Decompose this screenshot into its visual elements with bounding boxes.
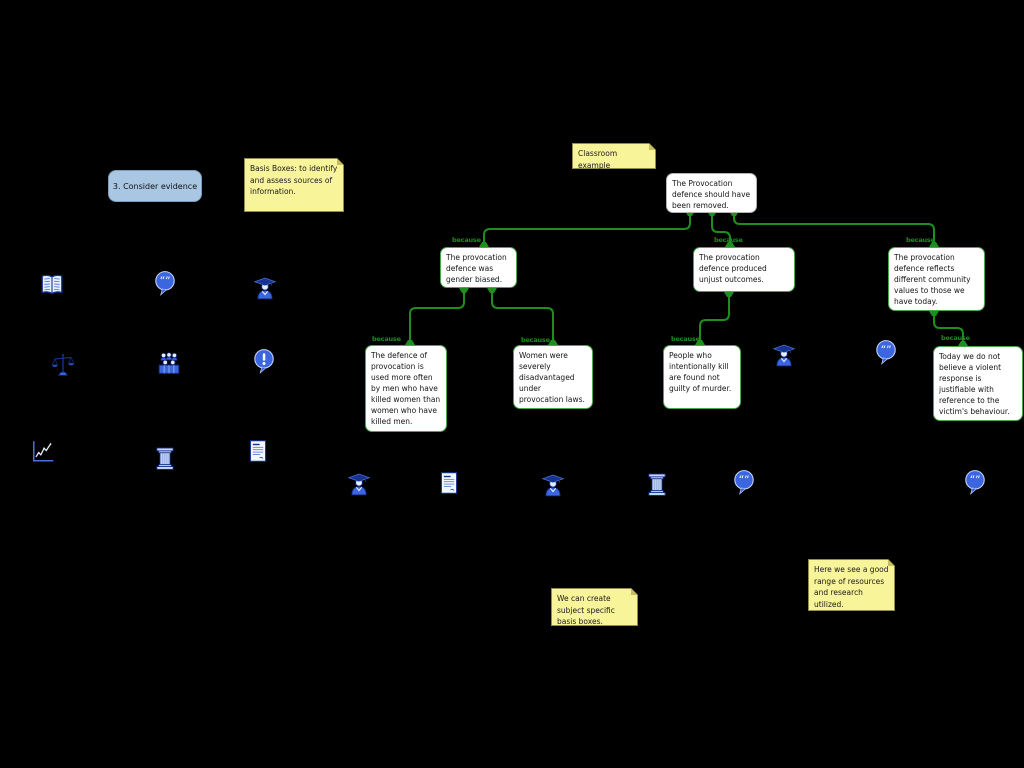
note-text: Basis Boxes: to identify and assess sour…: [250, 164, 338, 196]
subreason-box-violent-response[interactable]: Today we do not believe a violent respon…: [933, 346, 1023, 421]
svg-text:“”: “”: [159, 275, 170, 288]
note-fold-icon: [631, 588, 638, 595]
note-fold-icon: [337, 158, 344, 165]
note-fold-icon: [649, 143, 656, 150]
document-icon[interactable]: [436, 470, 462, 496]
graduate-icon[interactable]: [346, 471, 372, 497]
contention-box[interactable]: The Provocation defence should have been…: [666, 173, 757, 213]
graduate-icon[interactable]: [771, 342, 797, 368]
graduate-icon[interactable]: [540, 472, 566, 498]
because-label: because: [941, 334, 970, 342]
document-icon[interactable]: [245, 438, 271, 464]
bank-icon[interactable]: [644, 471, 670, 497]
quote-bubble-icon[interactable]: “”: [873, 339, 899, 365]
exclamation-bubble-icon[interactable]: [251, 348, 277, 374]
graduate-icon[interactable]: [252, 275, 278, 301]
step-box-consider-evidence[interactable]: 3. Consider evidence: [108, 170, 202, 202]
scales-icon[interactable]: [50, 352, 76, 378]
note-basis-boxes[interactable]: Basis Boxes: to identify and assess sour…: [244, 158, 344, 212]
because-label: because: [714, 236, 743, 244]
svg-text:“”: “”: [738, 474, 749, 487]
note-text: Classroom example: [578, 149, 618, 170]
quote-bubble-icon[interactable]: “”: [152, 270, 178, 296]
svg-text:“”: “”: [969, 474, 980, 487]
reason-box-community-values[interactable]: The provocation defence reflects differe…: [888, 247, 985, 311]
note-fold-icon: [888, 559, 895, 566]
quote-bubble-icon[interactable]: “”: [962, 469, 988, 495]
because-label: because: [521, 336, 550, 344]
note-text: We can create subject specific basis box…: [557, 594, 615, 626]
chart-icon[interactable]: [30, 438, 56, 464]
quote-bubble-icon[interactable]: “”: [731, 469, 757, 495]
note-text: Here we see a good range of resources an…: [814, 565, 889, 609]
subreason-box-used-by-men[interactable]: The defence of provocation is used more …: [365, 345, 447, 432]
because-label: because: [452, 236, 481, 244]
because-label: because: [671, 335, 700, 343]
because-label: because: [372, 335, 401, 343]
svg-text:“”: “”: [880, 344, 891, 357]
bank-icon[interactable]: [152, 445, 178, 471]
subreason-box-not-guilty[interactable]: People who intentionally kill are found …: [663, 345, 741, 409]
subreason-box-women-disadvantaged[interactable]: Women were severely disadvantaged under …: [513, 345, 593, 409]
note-create-basis-boxes[interactable]: We can create subject specific basis box…: [551, 588, 638, 626]
people-group-icon[interactable]: [156, 350, 182, 376]
note-classroom-example[interactable]: Classroom example: [572, 143, 656, 170]
book-icon[interactable]: [39, 272, 65, 298]
reason-box-gender-biased[interactable]: The provocation defence was gender biase…: [440, 247, 517, 288]
reason-box-unjust-outcomes[interactable]: The provocation defence produced unjust …: [693, 247, 795, 292]
note-resource-range[interactable]: Here we see a good range of resources an…: [808, 559, 895, 611]
because-label: because: [906, 236, 935, 244]
